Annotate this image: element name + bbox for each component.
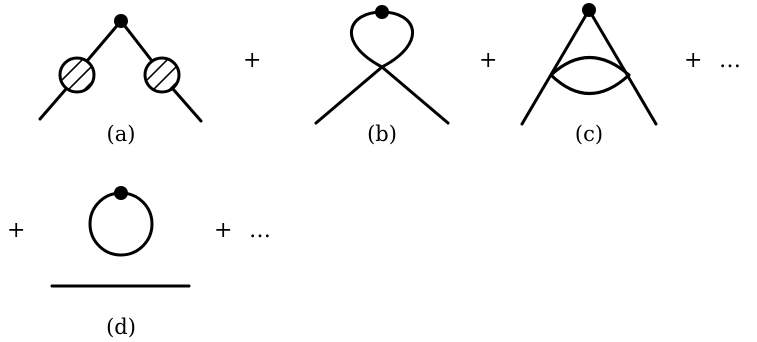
diagram-a-vertex-dot (114, 14, 128, 28)
diagram-d-vertex-dot (114, 186, 128, 200)
caption-b: (b) (367, 122, 397, 146)
diagram-c (520, 3, 658, 126)
plus-sign-1: + (243, 48, 261, 73)
diagram-c-upper-arc (549, 56, 631, 77)
caption-d: (d) (106, 315, 136, 339)
diagram-b-left-leg (314, 65, 384, 125)
diagram-b (314, 5, 450, 125)
plus-sign-4: + (7, 218, 25, 243)
diagram-a (38, 14, 203, 123)
diagram-c-vertex-dot (582, 3, 596, 17)
caption-c: (c) (575, 122, 603, 146)
diagram-a-left-upper-line (85, 19, 123, 63)
ellipsis-2: … (249, 218, 271, 243)
plus-sign-5: + (214, 218, 232, 243)
plus-sign-2: + (479, 48, 497, 73)
plus-sign-3: + (684, 48, 702, 73)
diagram-a-right-upper-line (119, 19, 154, 63)
diagram-d (50, 186, 191, 288)
diagram-c-lower-arc (549, 73, 631, 95)
diagram-d-loop (88, 191, 154, 257)
diagram-b-right-leg (380, 65, 450, 125)
diagram-b-vertex-dot (375, 5, 389, 19)
diagram-b-loop (349, 10, 415, 69)
diagram-c-right-leg (587, 8, 658, 126)
caption-a: (a) (107, 122, 136, 146)
diagram-c-left-leg (520, 8, 591, 126)
diagram-a-left-leg (38, 87, 68, 121)
ellipsis-1: … (719, 48, 741, 73)
diagram-a-right-leg (171, 87, 203, 123)
